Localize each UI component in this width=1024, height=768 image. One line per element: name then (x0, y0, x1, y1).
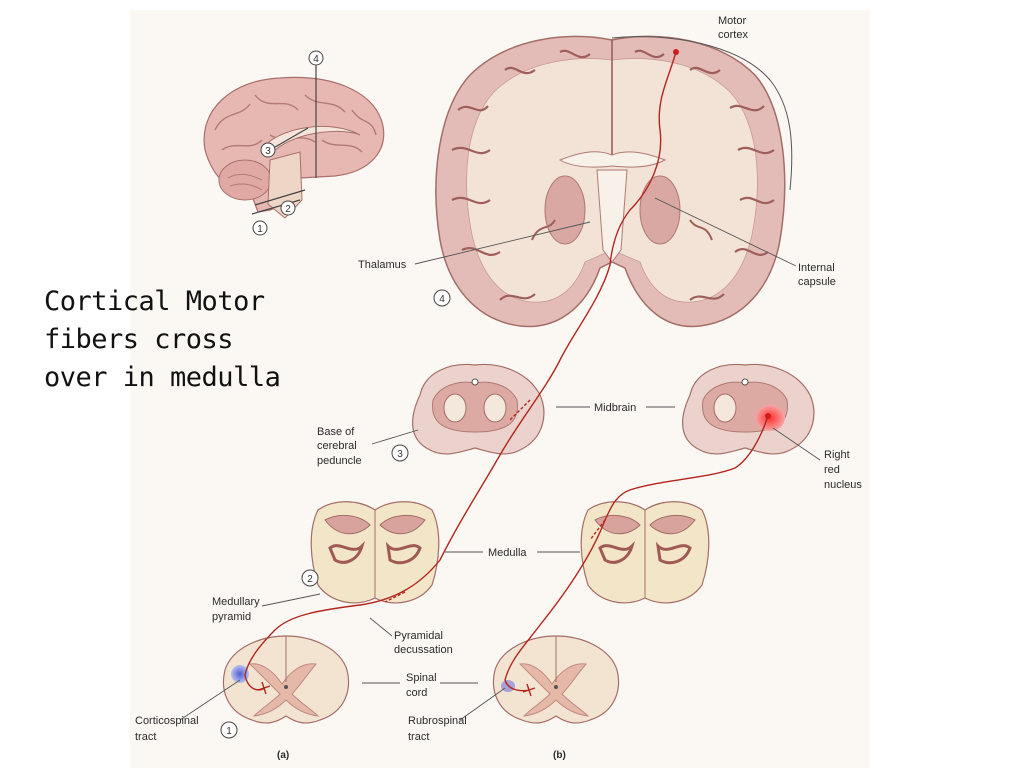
svg-text:decussation: decussation (394, 644, 453, 656)
svg-text:red: red (824, 464, 840, 476)
svg-text:Rubrospinal: Rubrospinal (408, 715, 467, 727)
svg-text:cord: cord (406, 687, 427, 699)
figure-section-numbers: 4 3 2 1 (220, 289, 451, 739)
corticospinal-pathway (244, 49, 679, 695)
midbrain-section-b (682, 363, 815, 455)
rubrospinal-pathway (504, 413, 771, 697)
svg-text:Internal: Internal (798, 262, 835, 274)
svg-text:tract: tract (408, 731, 429, 743)
svg-text:Right: Right (824, 449, 850, 461)
section-number-3: 3 (265, 146, 271, 157)
leader-lines (179, 197, 821, 721)
spinal-cord-section-a (222, 635, 350, 724)
svg-text:Motor: Motor (718, 15, 746, 27)
base-of-cerebral-peduncle-label: Base of cerebral peduncle (317, 426, 362, 467)
medulla-section-a (310, 501, 440, 604)
right-red-nucleus-label: Right red nucleus (824, 449, 862, 491)
panel-label-b: (b) (553, 750, 566, 761)
svg-text:Pyramidal: Pyramidal (394, 630, 443, 642)
svg-text:Corticospinal: Corticospinal (135, 715, 199, 727)
svg-text:peduncle: peduncle (317, 455, 362, 467)
internal-capsule-label: Internal capsule (798, 262, 836, 288)
headline-line-2: fibers cross (44, 324, 234, 355)
svg-text:Medullary: Medullary (212, 596, 260, 608)
midbrain-section-a (412, 363, 545, 455)
medulla-section-b (580, 501, 710, 604)
motor-cortex-label: Motor cortex (718, 15, 748, 41)
svg-text:pyramid: pyramid (212, 611, 251, 623)
medullary-pyramid-label: Medullary pyramid (212, 596, 260, 623)
coronal-brain-section (435, 35, 793, 328)
svg-text:Base of: Base of (317, 426, 355, 438)
pyramidal-decussation-label: Pyramidal decussation (394, 630, 453, 656)
headline-text: Cortical Motor fibers cross over in medu… (44, 283, 304, 397)
svg-text:Spinal: Spinal (406, 672, 437, 684)
section-number-2: 2 (285, 204, 291, 215)
figure-number-4: 4 (439, 294, 445, 305)
headline-line-1: Cortical Motor (44, 286, 265, 317)
svg-text:cortex: cortex (718, 29, 748, 41)
corticospinal-tract-label: Corticospinal tract (135, 715, 199, 743)
headline-line-3: over in medulla (44, 362, 281, 393)
midbrain-label: Midbrain (594, 402, 636, 414)
thumbnail-section-numbers: 4 3 2 1 (252, 50, 324, 236)
corticospinal-tract-spot (231, 665, 249, 683)
svg-text:nucleus: nucleus (824, 479, 862, 491)
rubrospinal-tract-label: Rubrospinal tract (408, 715, 467, 743)
panel-label-a: (a) (277, 750, 289, 761)
thalamus-label: Thalamus (358, 259, 407, 271)
svg-text:capsule: capsule (798, 276, 836, 288)
medulla-label: Medulla (488, 547, 527, 559)
sagittal-brain-thumbnail (203, 62, 385, 219)
figure-number-2: 2 (307, 574, 313, 585)
svg-text:tract: tract (135, 731, 156, 743)
figure-number-1: 1 (226, 726, 232, 737)
section-number-1: 1 (257, 224, 263, 235)
svg-text:cerebral: cerebral (317, 440, 357, 452)
spinal-cord-section-b (492, 635, 620, 724)
spinal-cord-label: Spinal cord (406, 672, 437, 699)
section-number-4: 4 (313, 54, 319, 65)
figure-number-3: 3 (397, 449, 403, 460)
